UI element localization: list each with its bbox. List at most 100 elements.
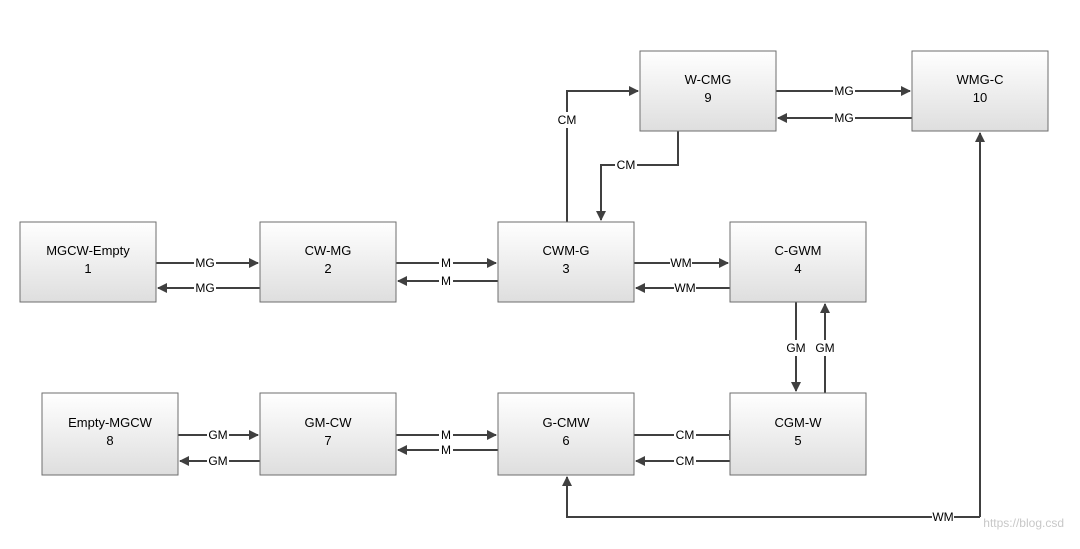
transition-label-bg bbox=[439, 442, 453, 458]
transition-label: GM bbox=[815, 341, 834, 355]
transition-arrow bbox=[566, 86, 639, 222]
transition-label-bg bbox=[674, 280, 696, 296]
state-name: C-GWM bbox=[775, 243, 822, 258]
state-number: 5 bbox=[794, 433, 801, 448]
watermark-text: https://blog.csd bbox=[983, 516, 1064, 530]
state-node-10: WMG-C10 bbox=[911, 50, 1049, 132]
transition-label: M bbox=[441, 443, 451, 457]
transition-label: GM bbox=[786, 341, 805, 355]
state-number: 6 bbox=[562, 433, 569, 448]
state-name: W-CMG bbox=[685, 72, 732, 87]
transition-10-to-6: WM bbox=[562, 132, 985, 525]
transition-label-bg bbox=[194, 280, 216, 296]
transition-label: MG bbox=[195, 281, 214, 295]
state-box bbox=[729, 221, 867, 303]
transition-5-to-4: GM bbox=[814, 303, 836, 393]
transition-label-bg bbox=[670, 255, 692, 271]
state-node-3: CWM-G 3 bbox=[497, 221, 635, 303]
transition-label: WM bbox=[674, 281, 695, 295]
transition-3-to-9: CM bbox=[556, 86, 639, 222]
transition-arrow-branch bbox=[562, 476, 980, 518]
state-box bbox=[19, 221, 157, 303]
state-name: CW-MG bbox=[305, 243, 352, 258]
transition-2-to-1: MG bbox=[157, 280, 260, 296]
transition-label: WM bbox=[670, 256, 691, 270]
transition-3-to-2: M bbox=[397, 273, 498, 289]
transition-label-bg bbox=[833, 110, 855, 126]
state-number: 7 bbox=[324, 433, 331, 448]
state-box bbox=[259, 392, 397, 476]
state-number: 8 bbox=[106, 433, 113, 448]
state-number: 4 bbox=[794, 261, 801, 276]
transition-3-to-4: WM bbox=[634, 255, 729, 271]
state-node-4: C-GWM 4 bbox=[729, 221, 867, 303]
transition-label: GM bbox=[208, 454, 227, 468]
transition-label-bg bbox=[833, 83, 855, 99]
transition-label: GM bbox=[208, 428, 227, 442]
state-box bbox=[259, 221, 397, 303]
transition-label: CM bbox=[676, 428, 695, 442]
transition-label: CM bbox=[676, 454, 695, 468]
state-number: 2 bbox=[324, 261, 331, 276]
transition-label-bg bbox=[814, 340, 836, 356]
transition-label-bg bbox=[439, 255, 453, 271]
state-node-7: GM-CW 7 bbox=[259, 392, 397, 476]
transition-label-bg bbox=[785, 340, 807, 356]
transition-label: MG bbox=[834, 84, 853, 98]
transition-7-to-8: GM bbox=[178, 427, 259, 443]
state-name: Empty-MGCW bbox=[68, 415, 153, 430]
transition-2-to-3: M bbox=[396, 255, 497, 271]
transition-label-bg bbox=[674, 453, 696, 469]
transition-10-to-9: MG bbox=[777, 110, 912, 126]
state-name: GM-CW bbox=[305, 415, 353, 430]
transition-label-bg bbox=[932, 509, 954, 525]
transition-label-bg bbox=[556, 112, 578, 128]
transition-label-bg bbox=[439, 427, 453, 443]
transition-label-bg bbox=[439, 273, 453, 289]
transition-6-to-7: M bbox=[396, 427, 497, 443]
transition-label: CM bbox=[617, 158, 636, 172]
state-box bbox=[497, 392, 635, 476]
state-box bbox=[497, 221, 635, 303]
state-number: 10 bbox=[973, 90, 987, 105]
state-box bbox=[729, 392, 867, 476]
transition-4-to-3: WM bbox=[635, 280, 740, 296]
state-name: MGCW-Empty bbox=[46, 243, 130, 258]
transition-9-to-3: CM bbox=[596, 131, 679, 221]
state-name: G-CMW bbox=[543, 415, 591, 430]
transition-8-to-7: GM bbox=[179, 453, 260, 469]
transition-label-bg bbox=[674, 427, 696, 443]
transition-label-bg bbox=[207, 453, 229, 469]
state-node-2: CW-MG 2 bbox=[259, 221, 397, 303]
state-node-6: G-CMW 6 bbox=[497, 392, 635, 476]
transition-4-to-5: GM bbox=[785, 302, 807, 392]
state-number: 9 bbox=[704, 90, 711, 105]
transition-label-bg bbox=[615, 157, 637, 173]
state-name: CGM-W bbox=[775, 415, 823, 430]
transition-label-bg bbox=[194, 255, 216, 271]
transition-5-to-6: CM bbox=[634, 427, 739, 443]
state-box bbox=[639, 50, 777, 132]
state-box bbox=[41, 392, 179, 476]
transition-1-to-2: MG bbox=[156, 255, 259, 271]
state-node-8: Empty-MGCW 8 bbox=[41, 392, 179, 476]
transition-9-to-10: MG bbox=[776, 83, 911, 99]
state-node-5: CGM-W 5 bbox=[729, 392, 867, 476]
transition-label: MG bbox=[195, 256, 214, 270]
transition-6-to-5: CM bbox=[635, 453, 740, 469]
state-name: CWM-G bbox=[543, 243, 590, 258]
transition-label: M bbox=[441, 256, 451, 270]
state-number: 3 bbox=[562, 261, 569, 276]
state-node-9: W-CMG 9 bbox=[639, 50, 777, 132]
transition-label: WM bbox=[932, 510, 953, 524]
transition-label: M bbox=[441, 274, 451, 288]
transition-label: CM bbox=[558, 113, 577, 127]
transition-label: MG bbox=[834, 111, 853, 125]
transition-label: M bbox=[441, 428, 451, 442]
state-number: 1 bbox=[84, 261, 91, 276]
transition-arrow bbox=[596, 131, 679, 221]
state-node-1: MGCW-Empty 1 bbox=[19, 221, 157, 303]
